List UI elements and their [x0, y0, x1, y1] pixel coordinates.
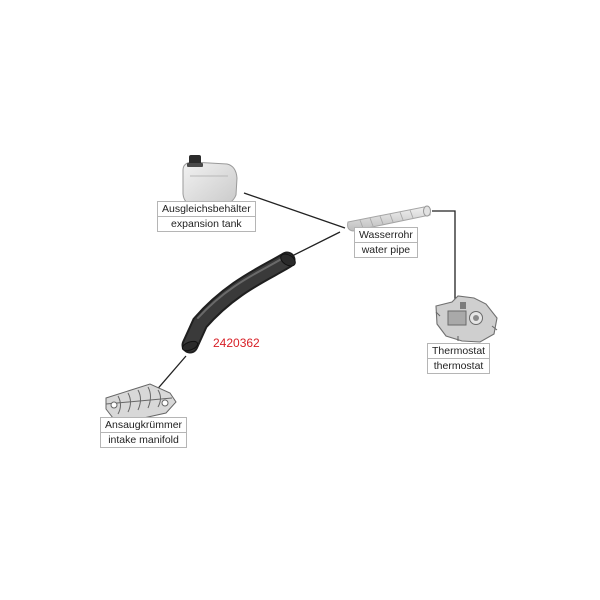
water-pipe-label-de: Wasserrohr: [359, 229, 413, 241]
intake-manifold-icon: [105, 383, 177, 422]
leader-line-thermostat: [432, 210, 456, 300]
expansion-tank-icon: [182, 155, 238, 207]
hose-icon: [181, 251, 296, 354]
thermostat-label-de: Thermostat: [432, 345, 486, 357]
water-pipe-label: Wasserrohr water pipe: [354, 227, 418, 258]
thermostat-icon: [435, 295, 498, 343]
intake-manifold-label-de: Ansaugkrümmer: [105, 419, 183, 431]
leader-line-expansion-tank: [243, 192, 346, 229]
water-pipe-icon: [347, 205, 431, 232]
expansion-tank-label: Ausgleichsbehälter expansion tank: [157, 201, 256, 232]
expansion-tank-label-de: Ausgleichsbehälter: [162, 203, 251, 215]
intake-manifold-label-en: intake manifold: [101, 432, 187, 447]
thermostat-label-en: thermostat: [428, 358, 490, 373]
leader-line-hose: [287, 231, 341, 259]
expansion-tank-label-en: expansion tank: [158, 216, 255, 231]
intake-manifold-label: Ansaugkrümmer intake manifold: [100, 417, 188, 448]
thermostat-label: Thermostat thermostat: [427, 343, 491, 374]
part-number: 2420362: [213, 336, 260, 350]
water-pipe-label-en: water pipe: [355, 242, 417, 257]
